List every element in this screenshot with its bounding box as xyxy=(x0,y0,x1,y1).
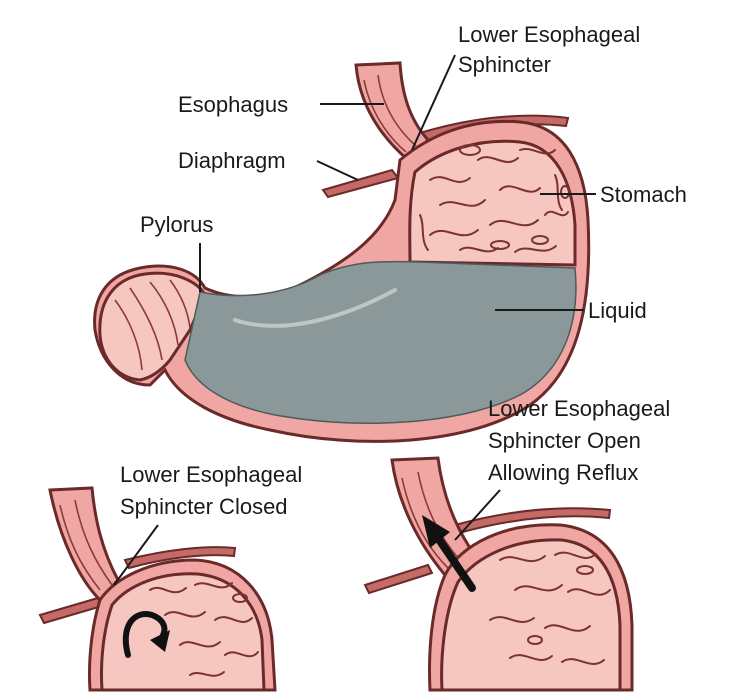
label-sphincter-open-reflux: Lower Esophageal Sphincter Open Allowing… xyxy=(488,396,676,485)
label-diaphragm: Diaphragm xyxy=(178,148,286,173)
label-liquid: Liquid xyxy=(588,298,647,323)
label-stomach: Stomach xyxy=(600,182,687,207)
leader-diaphragm xyxy=(317,161,358,180)
main-stomach-illustration xyxy=(95,63,589,441)
diaphragm-strip xyxy=(323,170,398,197)
esophagus-tube xyxy=(356,63,428,160)
label-open-line1: Lower Esophageal xyxy=(488,396,670,421)
closed-esophagus xyxy=(50,488,118,600)
label-closed-line1: Lower Esophageal xyxy=(120,462,302,487)
label-esophagus: Esophagus xyxy=(178,92,288,117)
leader-open xyxy=(455,490,500,540)
label-les-line1: Lower Esophageal xyxy=(458,22,640,47)
label-open-line3: Allowing Reflux xyxy=(488,460,638,485)
label-closed-line2: Sphincter Closed xyxy=(120,494,288,519)
label-lower-esophageal-sphincter: Lower Esophageal Sphincter xyxy=(458,22,646,77)
label-les-line2: Sphincter xyxy=(458,52,551,77)
label-pylorus: Pylorus xyxy=(140,212,213,237)
label-open-line2: Sphincter Open xyxy=(488,428,641,453)
label-sphincter-closed: Lower Esophageal Sphincter Closed xyxy=(120,462,308,519)
